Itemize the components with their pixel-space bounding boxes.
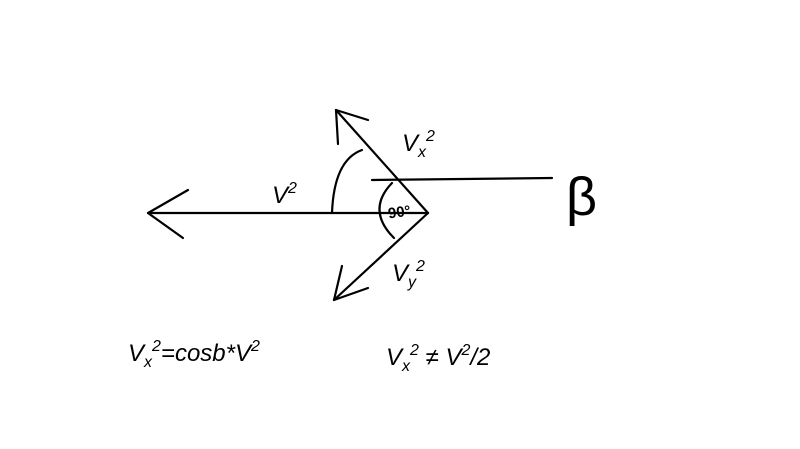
label-beta: β: [566, 167, 598, 227]
angle-arc-upper: [330, 148, 364, 215]
vector-v-arrowhead: [146, 188, 190, 240]
label-vx: Vx2: [402, 128, 435, 161]
vector-vy-line: [332, 211, 430, 302]
beta-reference-line: [370, 176, 554, 182]
label-vy: Vy2: [392, 258, 425, 291]
equation-right: Vx2 ≠ V2/2: [386, 342, 491, 375]
vector-vy-arrowhead: [332, 264, 370, 302]
vector-upper-line: [334, 108, 430, 215]
label-v-main: V2: [272, 180, 297, 209]
equation-left: Vx2=cosb*V2: [128, 338, 260, 371]
label-angle-90: 90°: [386, 202, 412, 223]
vector-upper-arrowhead: [334, 108, 370, 146]
angle-arc-right: [378, 181, 396, 240]
